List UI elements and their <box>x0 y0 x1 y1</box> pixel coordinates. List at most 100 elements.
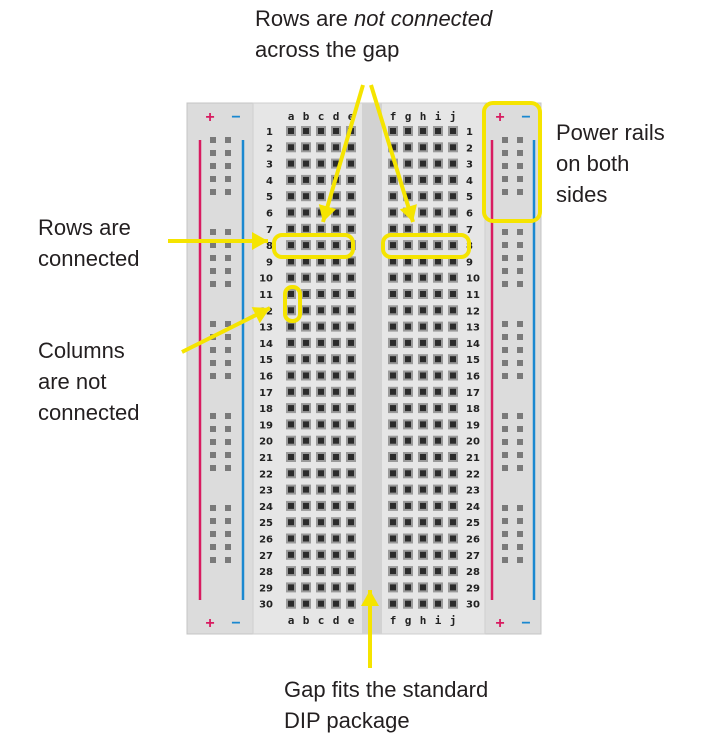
terminal-hole <box>303 551 309 558</box>
terminal-hole <box>450 225 456 232</box>
row-number-left: 3 <box>266 160 273 171</box>
terminal-hole <box>303 568 309 575</box>
row-number-right: 21 <box>466 453 480 464</box>
terminal-hole <box>405 193 411 200</box>
terminal-hole <box>318 551 324 558</box>
terminal-hole <box>348 470 354 477</box>
terminal-hole <box>420 584 426 591</box>
terminal-hole <box>333 454 339 460</box>
terminal-hole <box>420 356 426 363</box>
terminal-hole <box>348 307 354 314</box>
terminal-hole <box>435 160 441 167</box>
terminal-hole <box>318 568 324 575</box>
terminal-hole <box>288 437 294 444</box>
terminal-hole <box>318 323 324 330</box>
terminal-hole <box>303 242 309 249</box>
rail-hole <box>517 439 523 445</box>
terminal-hole <box>450 274 456 281</box>
terminal-hole <box>288 144 294 151</box>
terminal-hole <box>390 274 396 281</box>
terminal-hole <box>303 176 309 183</box>
terminal-hole <box>303 502 309 509</box>
rail-hole <box>225 360 231 366</box>
terminal-hole <box>435 274 441 281</box>
label-text: sides <box>556 182 608 207</box>
terminal-hole <box>333 405 339 412</box>
rail-hole <box>517 150 523 156</box>
terminal-hole <box>405 421 411 428</box>
column-letter-top-f: f <box>390 110 397 123</box>
row-number-right: 23 <box>466 486 480 497</box>
terminal-hole <box>288 225 294 232</box>
terminal-hole <box>333 584 339 591</box>
rail-hole <box>502 531 508 537</box>
terminal-hole <box>390 209 396 216</box>
terminal-hole <box>333 339 339 346</box>
terminal-hole <box>318 519 324 526</box>
terminal-hole <box>348 291 354 297</box>
rail-hole <box>502 281 508 287</box>
rail-hole <box>517 518 523 524</box>
terminal-hole <box>390 470 396 477</box>
terminal-hole <box>288 339 294 346</box>
terminal-hole <box>348 421 354 428</box>
terminal-hole <box>390 502 396 509</box>
terminal-hole <box>318 144 324 151</box>
rail-hole <box>210 137 216 143</box>
rail-hole <box>502 334 508 340</box>
rail-hole <box>210 255 216 261</box>
terminal-hole <box>288 274 294 281</box>
row-number-right: 4 <box>466 176 473 187</box>
column-letter-top-h: h <box>420 110 427 123</box>
column-letter-bottom-a: a <box>288 614 295 627</box>
terminal-hole <box>348 519 354 526</box>
terminal-hole <box>435 242 441 249</box>
terminal-hole <box>420 323 426 330</box>
terminal-hole <box>348 486 354 493</box>
column-letter-bottom-c: c <box>318 614 325 627</box>
terminal-hole <box>390 535 396 542</box>
terminal-hole <box>318 388 324 395</box>
terminal-hole <box>333 519 339 526</box>
terminal-hole <box>405 291 411 297</box>
terminal-hole <box>318 128 324 134</box>
terminal-hole <box>390 176 396 183</box>
label-text: are not <box>38 369 107 394</box>
terminal-hole <box>390 307 396 314</box>
terminal-hole <box>288 486 294 493</box>
terminal-hole <box>450 486 456 493</box>
terminal-hole <box>405 144 411 151</box>
terminal-hole <box>348 176 354 183</box>
terminal-hole <box>435 486 441 493</box>
terminal-hole <box>420 535 426 542</box>
row-number-left: 20 <box>259 437 273 448</box>
column-letter-bottom-h: h <box>420 614 427 627</box>
row-number-right: 3 <box>466 160 473 171</box>
label-power-rails: Power rails on both sides <box>556 117 665 210</box>
rail-hole <box>210 321 216 327</box>
terminal-hole <box>333 421 339 428</box>
terminal-hole <box>348 209 354 216</box>
terminal-hole <box>420 600 426 607</box>
row-number-left: 10 <box>259 274 273 285</box>
rail-hole <box>517 360 523 366</box>
terminal-hole <box>333 144 339 151</box>
terminal-hole <box>303 339 309 346</box>
column-letter-top-b: b <box>303 110 310 123</box>
terminal-hole <box>450 258 456 265</box>
terminal-hole <box>405 405 411 412</box>
rail-hole <box>502 229 508 235</box>
rail-hole <box>225 176 231 182</box>
row-number-left: 8 <box>266 241 273 252</box>
rail-hole <box>517 137 523 143</box>
terminal-hole <box>303 323 309 330</box>
terminal-hole <box>390 144 396 151</box>
column-letter-top-e: e <box>348 110 355 123</box>
terminal-hole <box>390 568 396 575</box>
terminal-hole <box>435 405 441 412</box>
rail-hole <box>225 334 231 340</box>
terminal-hole <box>348 405 354 412</box>
rail-hole <box>225 439 231 445</box>
terminal-hole <box>390 323 396 330</box>
row-number-right: 22 <box>466 469 480 480</box>
